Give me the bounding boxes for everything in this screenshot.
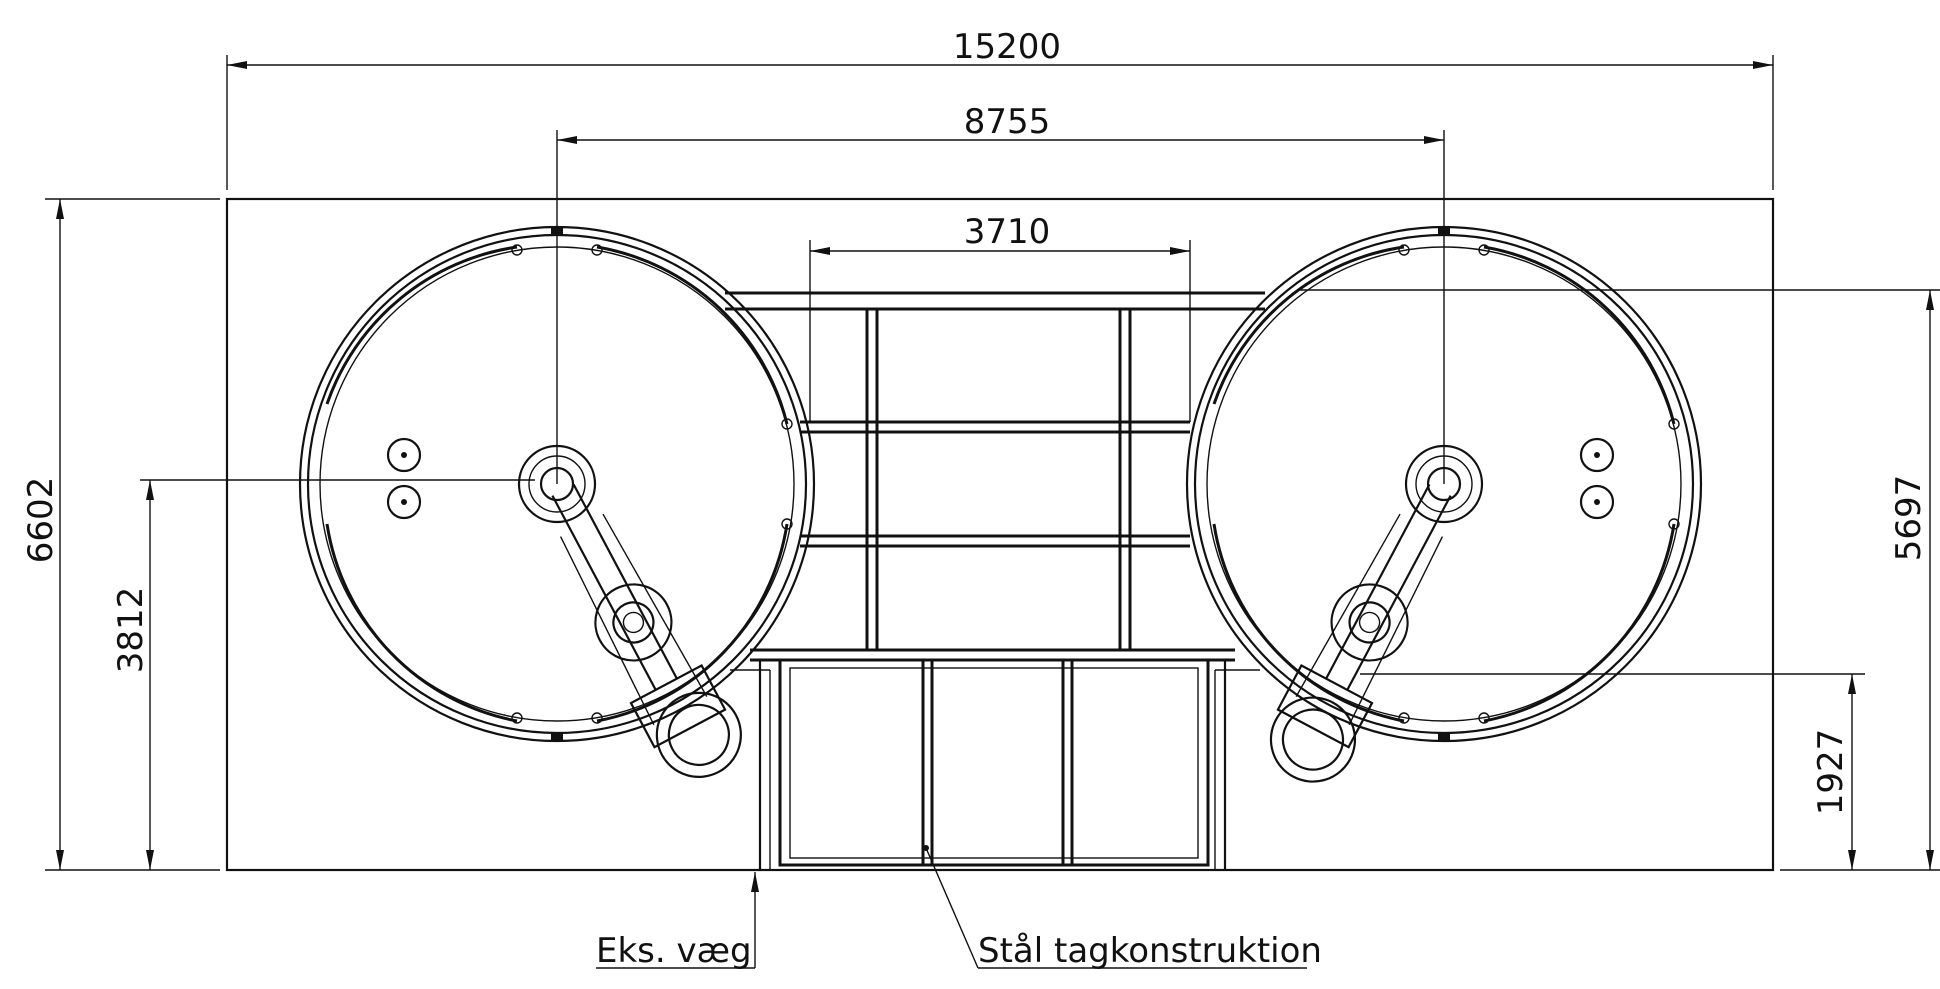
dim-left-center-height: 3812	[111, 587, 151, 674]
right-arm	[1252, 470, 1483, 798]
dim-inner-width: 3710	[964, 212, 1051, 252]
left-arm	[526, 466, 757, 795]
exterior-wall-note: Eks. væg	[596, 931, 752, 971]
dimension-lines	[56, 61, 1934, 870]
left-wheel	[298, 225, 816, 743]
lower-frame	[730, 658, 1260, 870]
extension-lines	[45, 55, 1940, 871]
dim-right-hub-height: 1927	[1811, 729, 1851, 816]
dim-overall-height: 6602	[21, 477, 61, 564]
exterior-wall-leader	[596, 872, 759, 969]
steel-roof-leader	[923, 845, 1307, 969]
dim-overall-width: 15200	[953, 27, 1061, 67]
dim-center-distance: 8755	[964, 102, 1051, 142]
right-wheel	[1185, 225, 1703, 743]
building-outline	[225, 197, 1775, 872]
dim-right-top-height: 5697	[1889, 475, 1929, 562]
steel-roof-note: Stål tagkonstruktion	[978, 931, 1322, 971]
